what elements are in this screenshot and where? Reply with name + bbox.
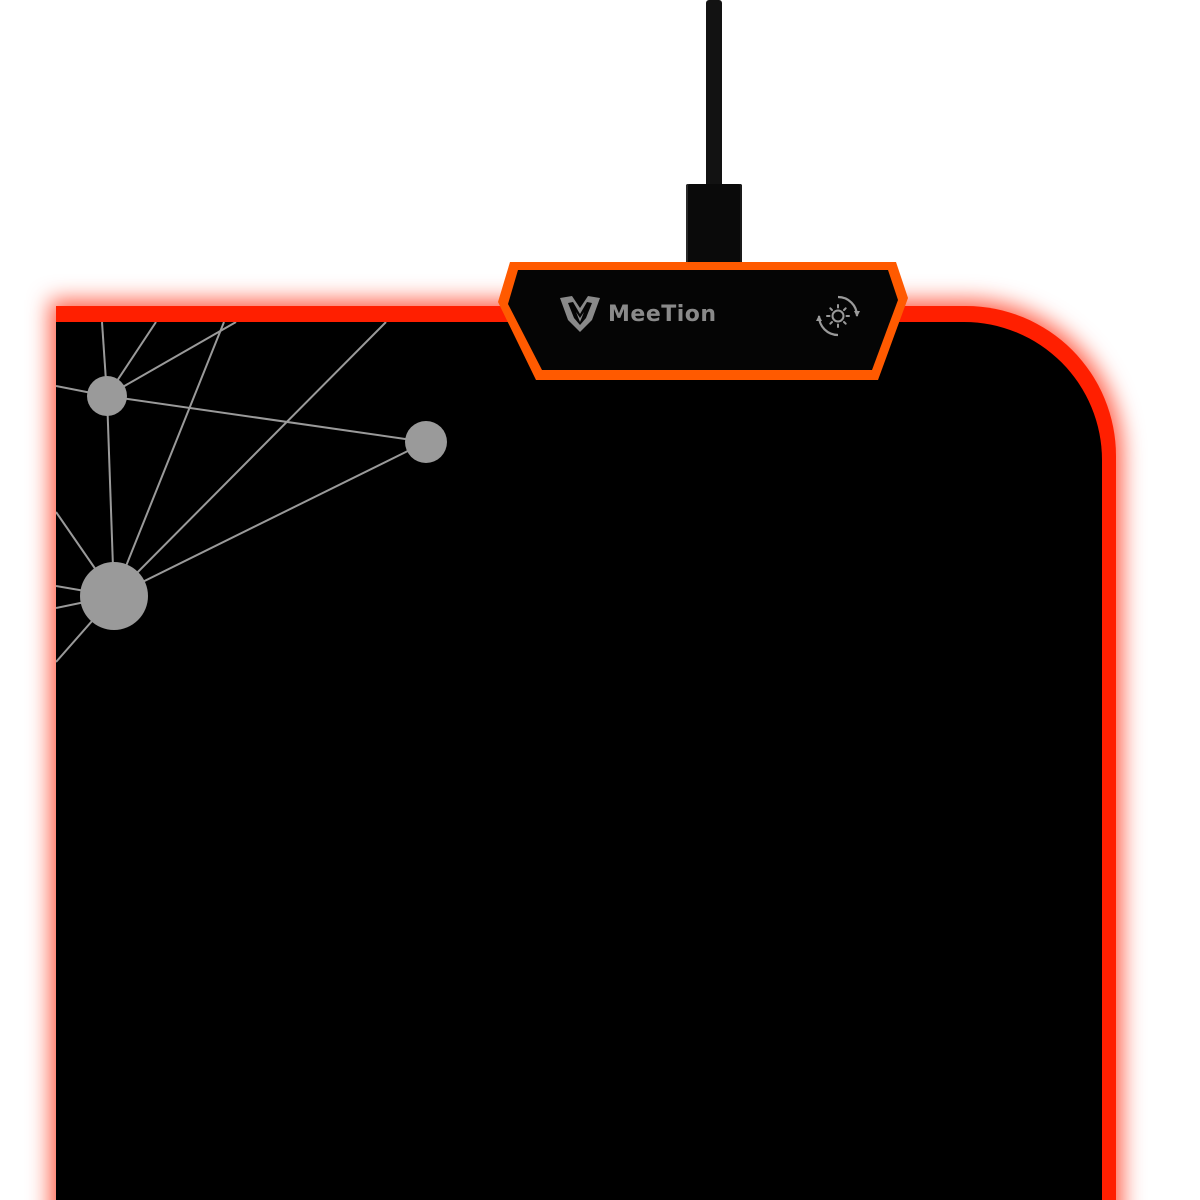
usb-plug: [686, 184, 742, 266]
usb-cable: [706, 0, 722, 200]
meetion-logo-icon: [560, 296, 600, 332]
brightness-cycle-icon: [816, 295, 860, 337]
pattern-line: [106, 322, 237, 397]
hub-housing: [498, 262, 908, 380]
pattern-node: [80, 562, 148, 630]
pattern-line: [106, 395, 427, 443]
mousepad-surface: [56, 322, 1102, 1200]
constellation-pattern: [56, 322, 447, 663]
brand-logo: MeeTion: [558, 294, 717, 334]
pattern-line: [113, 322, 225, 597]
pattern-node: [405, 421, 447, 463]
light-mode-button[interactable]: [816, 294, 860, 338]
brand-name: MeeTion: [608, 301, 717, 327]
pattern-node: [87, 376, 127, 416]
pattern-line: [113, 322, 387, 597]
pattern-line: [113, 441, 427, 597]
control-hub: MeeTion: [496, 258, 910, 384]
